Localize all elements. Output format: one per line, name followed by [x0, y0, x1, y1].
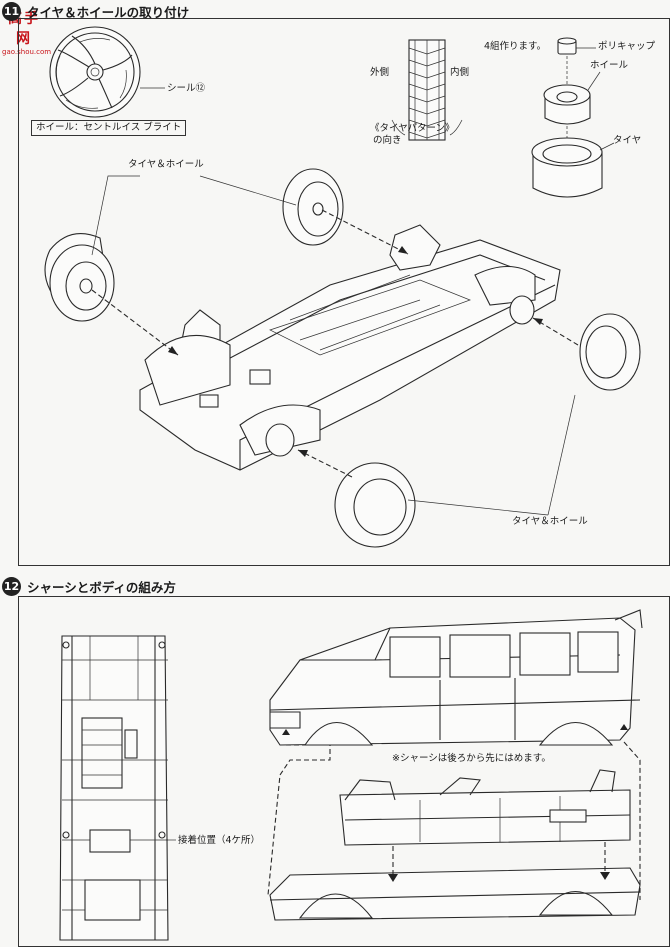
inner-side-label: 内側	[450, 67, 470, 78]
chassis-top-view	[59, 635, 176, 941]
wheel-caption: ホイール：セントルイス ブライト	[31, 120, 187, 137]
tread-caption-2: の向き	[373, 135, 402, 146]
outer-side-label: 外側	[370, 67, 390, 78]
step-11-number: 11	[2, 1, 21, 21]
chassis-wheel-right	[579, 313, 641, 391]
tire-wheel-label-top: タイヤ＆ホイール	[128, 159, 204, 170]
watermark-url: gao.shou.com	[2, 48, 52, 56]
chassis-wheel-rear-top	[282, 168, 344, 246]
tire-part-label: タイヤ	[613, 135, 642, 146]
step-11-title: タイヤ＆ホイールの取り付け	[27, 4, 190, 20]
step-12-number: 12	[2, 576, 21, 596]
make-count-note: 4組作ります。	[484, 41, 547, 52]
seal-label: シール⑫	[167, 83, 206, 94]
glue-position-label: 接着位置（4ケ所）	[178, 835, 261, 846]
step-12-title: シャーシとボディの組み方	[27, 579, 176, 595]
chassis-wheel-left	[44, 233, 115, 322]
wheel-face-illustration	[49, 26, 165, 118]
chassis-interior-side	[339, 769, 631, 846]
tread-caption-1: 《タイヤパターン》	[370, 123, 455, 134]
step-11-header: 11 タイヤ＆ホイールの取り付け	[2, 0, 189, 22]
van-body-side	[269, 609, 643, 746]
wheel-assembly-exploded	[531, 37, 615, 198]
chassis-install-note: ※シャーシは後ろから先にはめます。	[392, 753, 551, 764]
step-12-header: 12 シャーシとボディの組み方	[2, 575, 176, 597]
tire-wheel-label-bottom: タイヤ＆ホイール	[512, 516, 588, 527]
wheel-part-label: ホイール	[590, 60, 629, 71]
body-lower-side	[269, 867, 641, 921]
poly-cap-label: ポリキャップ	[598, 41, 656, 52]
chassis-isometric	[139, 224, 561, 471]
tread-pattern-illustration	[408, 39, 446, 141]
chassis-wheel-bottom	[334, 462, 416, 548]
